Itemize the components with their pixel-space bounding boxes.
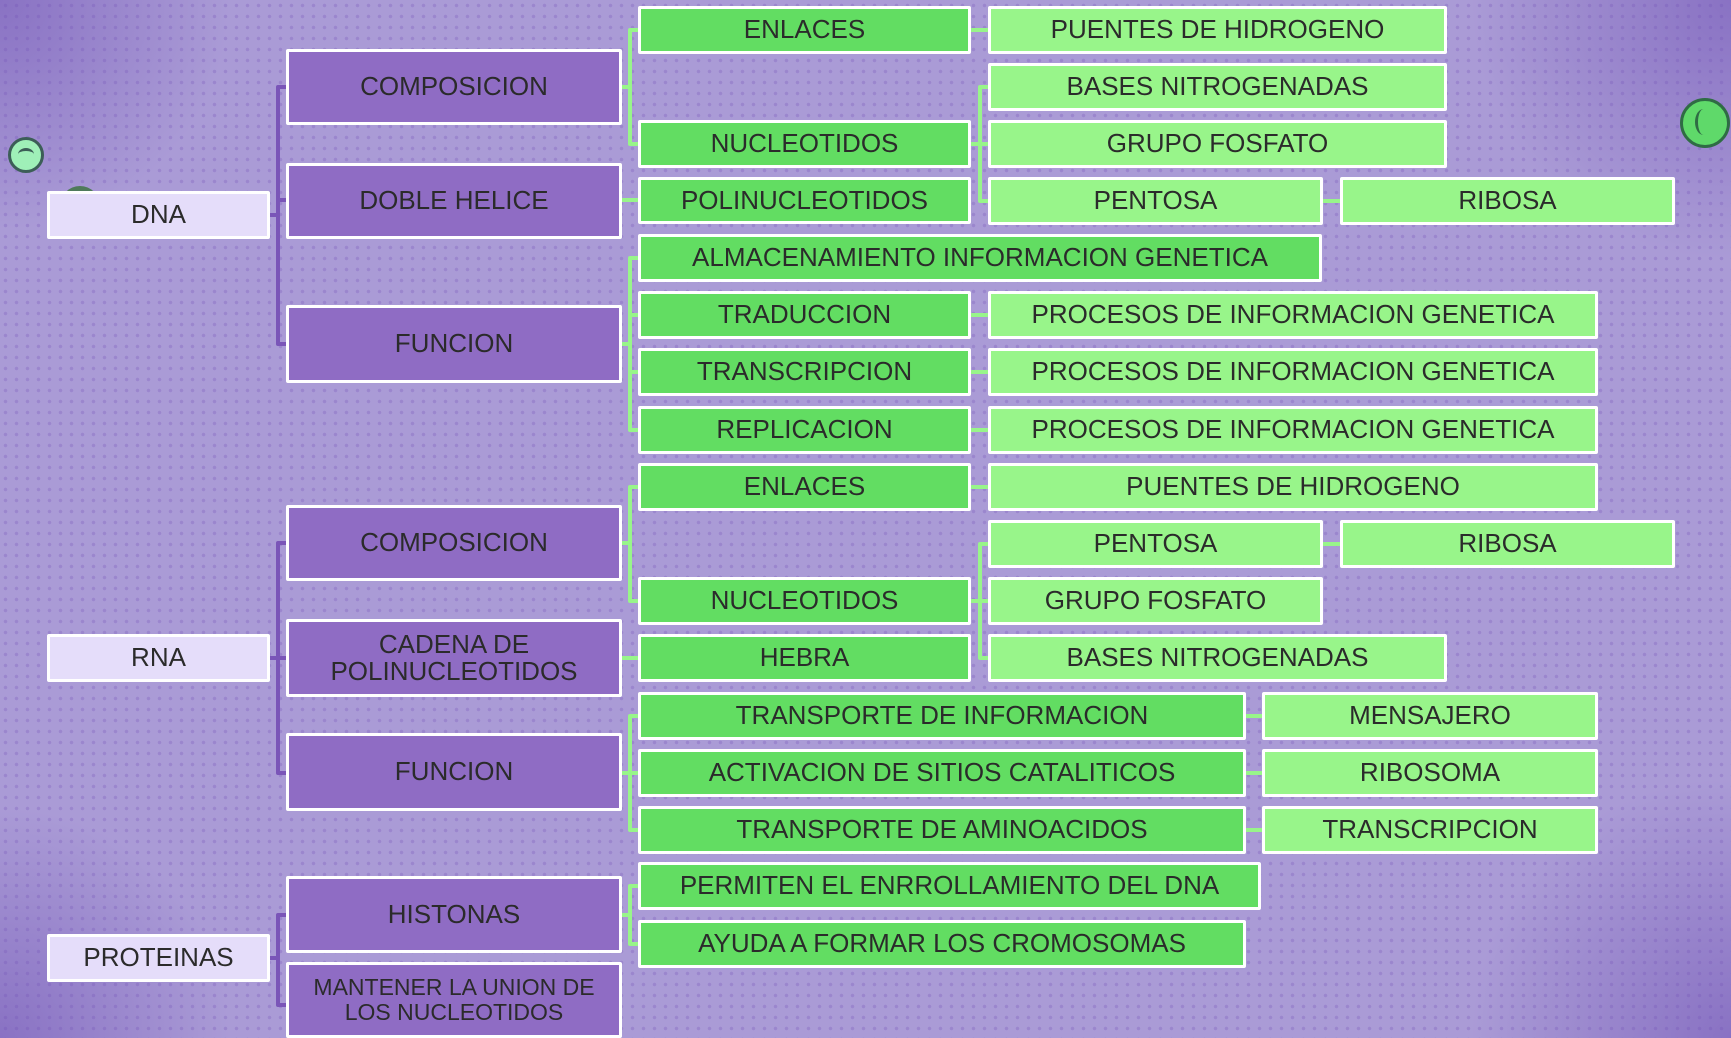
node-dna-bases[interactable]: BASES NITROGENADAS [988, 63, 1447, 111]
node-dna-almacenamiento[interactable]: ALMACENAMIENTO INFORMACION GENETICA [638, 234, 1322, 282]
node-proteinas-cromosomas[interactable]: AYUDA A FORMAR LOS CROMOSOMAS [638, 920, 1246, 968]
connector-dna-funcion [620, 256, 640, 432]
node-dna-procesos-1[interactable]: PROCESOS DE INFORMACION GENETICA [988, 291, 1598, 339]
node-rna-fosfato[interactable]: GRUPO FOSFATO [988, 577, 1323, 625]
node-dna-transcripcion[interactable]: TRANSCRIPCION [638, 348, 971, 396]
connector-rna-nucleotidos [969, 542, 990, 660]
node-rna-hebra[interactable]: HEBRA [638, 634, 971, 682]
connector-dna [268, 85, 288, 346]
circle-left-icon [8, 137, 44, 173]
node-proteinas-mantener[interactable]: MANTENER LA UNION DE LOS NUCLEOTIDOS [286, 962, 622, 1038]
node-dna-procesos-2[interactable]: PROCESOS DE INFORMACION GENETICA [988, 348, 1598, 396]
node-proteinas-enrrollamiento[interactable]: PERMITEN EL ENRROLLAMIENTO DEL DNA [638, 862, 1261, 910]
node-dna-composicion[interactable]: COMPOSICION [286, 49, 622, 125]
node-rna-cadena[interactable]: CADENA DE POLINUCLEOTIDOS [286, 619, 622, 697]
node-proteinas[interactable]: PROTEINAS [47, 934, 270, 982]
node-dna-puentes[interactable]: PUENTES DE HIDROGENO [988, 6, 1447, 54]
node-rna-ribosoma[interactable]: RIBOSOMA [1262, 749, 1598, 797]
node-rna[interactable]: RNA [47, 634, 270, 682]
node-rna-nucleotidos[interactable]: NUCLEOTIDOS [638, 577, 971, 625]
node-rna-composicion[interactable]: COMPOSICION [286, 505, 622, 581]
connector-proteinas [268, 913, 288, 1007]
connector-rna [268, 541, 288, 775]
node-dna-ribosa[interactable]: RIBOSA [1340, 177, 1675, 225]
node-dna-polinucleotidos[interactable]: POLINUCLEOTIDOS [638, 177, 971, 224]
node-rna-transcripcion[interactable]: TRANSCRIPCION [1262, 806, 1598, 854]
node-dna-enlaces[interactable]: ENLACES [638, 6, 971, 54]
node-rna-funcion[interactable]: FUNCION [286, 733, 622, 811]
node-dna-funcion[interactable]: FUNCION [286, 305, 622, 383]
connector-rna-funcion [620, 714, 640, 832]
node-rna-pentosa[interactable]: PENTOSA [988, 520, 1323, 568]
node-dna-nucleotidos[interactable]: NUCLEOTIDOS [638, 120, 971, 168]
node-proteinas-histonas[interactable]: HISTONAS [286, 876, 622, 953]
node-rna-activacion[interactable]: ACTIVACION DE SITIOS CATALITICOS [638, 749, 1246, 797]
node-dna-pentosa[interactable]: PENTOSA [988, 177, 1323, 225]
node-dna-replicacion[interactable]: REPLICACION [638, 406, 971, 454]
node-rna-transporte-amino[interactable]: TRANSPORTE DE AMINOACIDOS [638, 806, 1246, 854]
connector-dna-composicion [620, 28, 640, 146]
node-rna-enlaces[interactable]: ENLACES [638, 463, 971, 511]
node-dna-procesos-3[interactable]: PROCESOS DE INFORMACION GENETICA [988, 406, 1598, 454]
node-dna[interactable]: DNA [47, 191, 270, 239]
connector-dna-procesos [969, 313, 990, 432]
node-dna-traduccion[interactable]: TRADUCCION [638, 291, 971, 339]
connector-histonas [620, 884, 640, 946]
node-rna-bases[interactable]: BASES NITROGENADAS [988, 634, 1447, 682]
node-dna-fosfato[interactable]: GRUPO FOSFATO [988, 120, 1447, 168]
node-rna-transporte-info[interactable]: TRANSPORTE DE INFORMACION [638, 692, 1246, 740]
circle-right-icon [1680, 98, 1730, 148]
node-dna-doble-helice[interactable]: DOBLE HELICE [286, 163, 622, 239]
node-rna-ribosa[interactable]: RIBOSA [1340, 520, 1675, 568]
connector-rna-funcion-right [1244, 714, 1264, 832]
connector-dna-nucleotidos [969, 85, 990, 203]
node-rna-mensajero[interactable]: MENSAJERO [1262, 692, 1598, 740]
node-rna-puentes[interactable]: PUENTES DE HIDROGENO [988, 463, 1598, 511]
connector-rna-composicion [620, 485, 640, 603]
